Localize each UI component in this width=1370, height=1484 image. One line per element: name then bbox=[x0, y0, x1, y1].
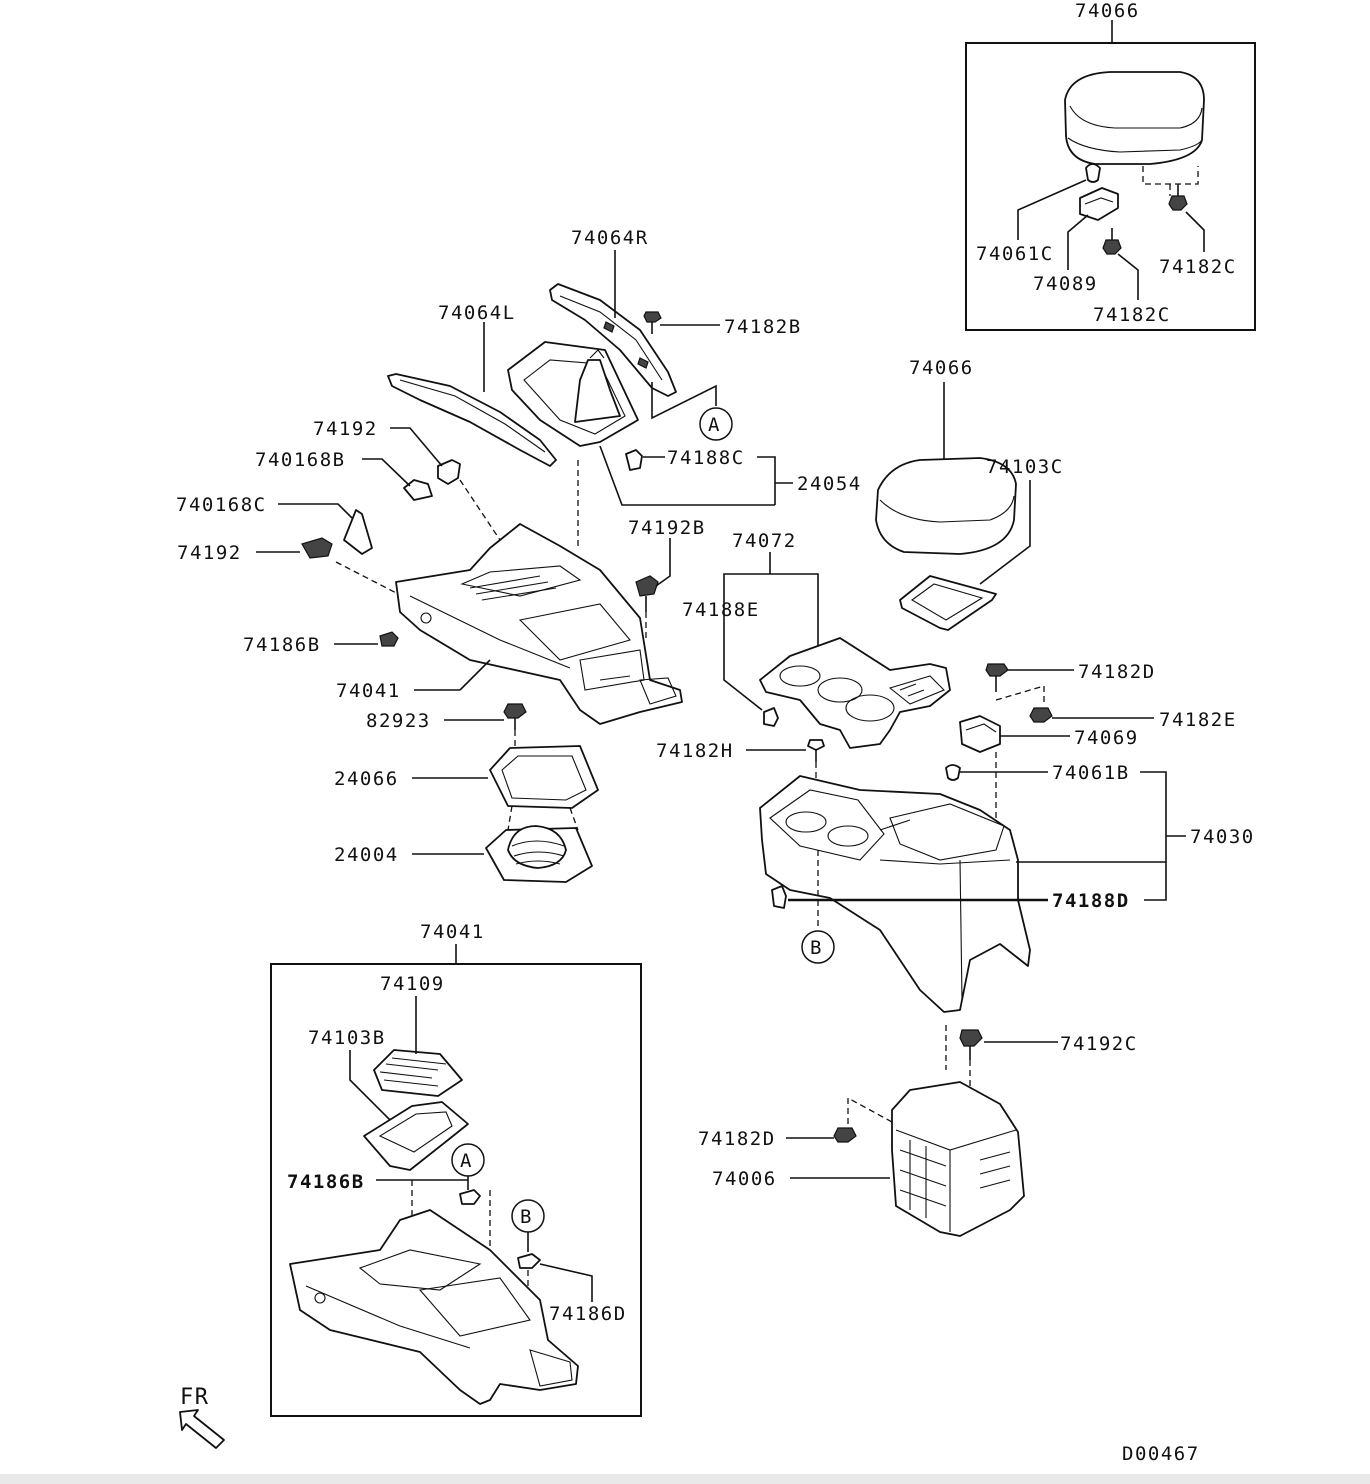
label-74064R: 74064R bbox=[571, 227, 649, 249]
label-74069: 74069 bbox=[1074, 727, 1139, 749]
label-74182B: 74182B bbox=[724, 316, 802, 338]
label-74103C: 74103C bbox=[986, 456, 1064, 478]
label-74182C-bottom: 74182C bbox=[1093, 304, 1171, 326]
label-74192-left: 74192 bbox=[177, 542, 242, 564]
label-740168C: 740168C bbox=[176, 494, 267, 516]
armrest-inset-frame bbox=[965, 42, 1256, 331]
console-inset-74041 bbox=[270, 944, 642, 1417]
shift-panel-24054 bbox=[507, 341, 793, 550]
armrest-cushion-shape bbox=[1064, 71, 1205, 165]
label-74066-lid: 74066 bbox=[909, 357, 974, 379]
label-74182C-right: 74182C bbox=[1159, 256, 1237, 278]
label-24066: 24066 bbox=[334, 768, 399, 790]
label-74109: 74109 bbox=[380, 973, 445, 995]
front-console-74041 bbox=[334, 523, 683, 725]
label-74182E: 74182E bbox=[1159, 709, 1237, 731]
label-74182H: 74182H bbox=[656, 740, 734, 762]
label-74061B: 74061B bbox=[1052, 762, 1130, 784]
front-arrow-icon bbox=[179, 1409, 225, 1449]
callout-a-top bbox=[699, 407, 733, 441]
callout-b-top bbox=[801, 930, 835, 964]
left-clips bbox=[256, 427, 501, 601]
rear-console-74030 bbox=[759, 775, 1166, 1070]
label-74192: 74192 bbox=[313, 418, 378, 440]
label-74188C: 74188C bbox=[667, 447, 745, 469]
label-82923: 82923 bbox=[366, 710, 431, 732]
label-24004: 24004 bbox=[334, 844, 399, 866]
label-74186D: 74186D bbox=[549, 1303, 627, 1325]
label-74006: 74006 bbox=[712, 1168, 777, 1190]
front-arrow bbox=[179, 1409, 225, 1449]
callout-a-top-letter: A bbox=[708, 414, 721, 436]
label-74072: 74072 bbox=[732, 530, 797, 552]
label-74188D: 74188D bbox=[1052, 890, 1130, 912]
label-74030: 74030 bbox=[1190, 826, 1255, 848]
diagram-code: D00467 bbox=[1122, 1443, 1200, 1465]
callout-b-inset-letter: B bbox=[520, 1206, 533, 1228]
label-74041: 74041 bbox=[336, 680, 401, 702]
label-24054: 24054 bbox=[797, 473, 862, 495]
front-label: FR bbox=[180, 1385, 210, 1410]
callout-a-inset-letter: A bbox=[460, 1150, 473, 1172]
label-74066-top: 74066 bbox=[1075, 0, 1140, 22]
panel-right-74064R bbox=[549, 250, 720, 397]
callout-b-top-letter: B bbox=[810, 937, 823, 959]
label-74089: 74089 bbox=[1033, 273, 1098, 295]
label-74188E: 74188E bbox=[682, 599, 760, 621]
label-74103B: 74103B bbox=[308, 1027, 386, 1049]
label-74186B-inset: 74186B bbox=[287, 1171, 365, 1193]
armrest-lid-74066 bbox=[875, 382, 1031, 631]
bottom-scroll-bar bbox=[0, 1474, 1370, 1484]
label-74041-inset: 74041 bbox=[420, 921, 485, 943]
bracket-74006 bbox=[786, 1029, 1058, 1237]
rear-hinge-parts bbox=[945, 663, 1186, 901]
label-74182D-top: 74182D bbox=[1078, 661, 1156, 683]
label-740168B: 740168B bbox=[255, 449, 346, 471]
labels: 74066 74061C 74089 74182C 74182C 74064R … bbox=[176, 0, 1255, 1465]
label-74192C: 74192C bbox=[1060, 1033, 1138, 1055]
label-74186B: 74186B bbox=[243, 634, 321, 656]
shift-boot-parts bbox=[412, 703, 599, 883]
panel-left-74064L bbox=[387, 322, 557, 467]
label-74192B: 74192B bbox=[628, 517, 706, 539]
cupholder-74072 bbox=[723, 552, 951, 800]
label-74064L: 74064L bbox=[438, 302, 516, 324]
armrest-assy-inset bbox=[965, 20, 1256, 331]
label-74182D-bottom: 74182D bbox=[698, 1128, 776, 1150]
label-74061C: 74061C bbox=[976, 243, 1054, 265]
